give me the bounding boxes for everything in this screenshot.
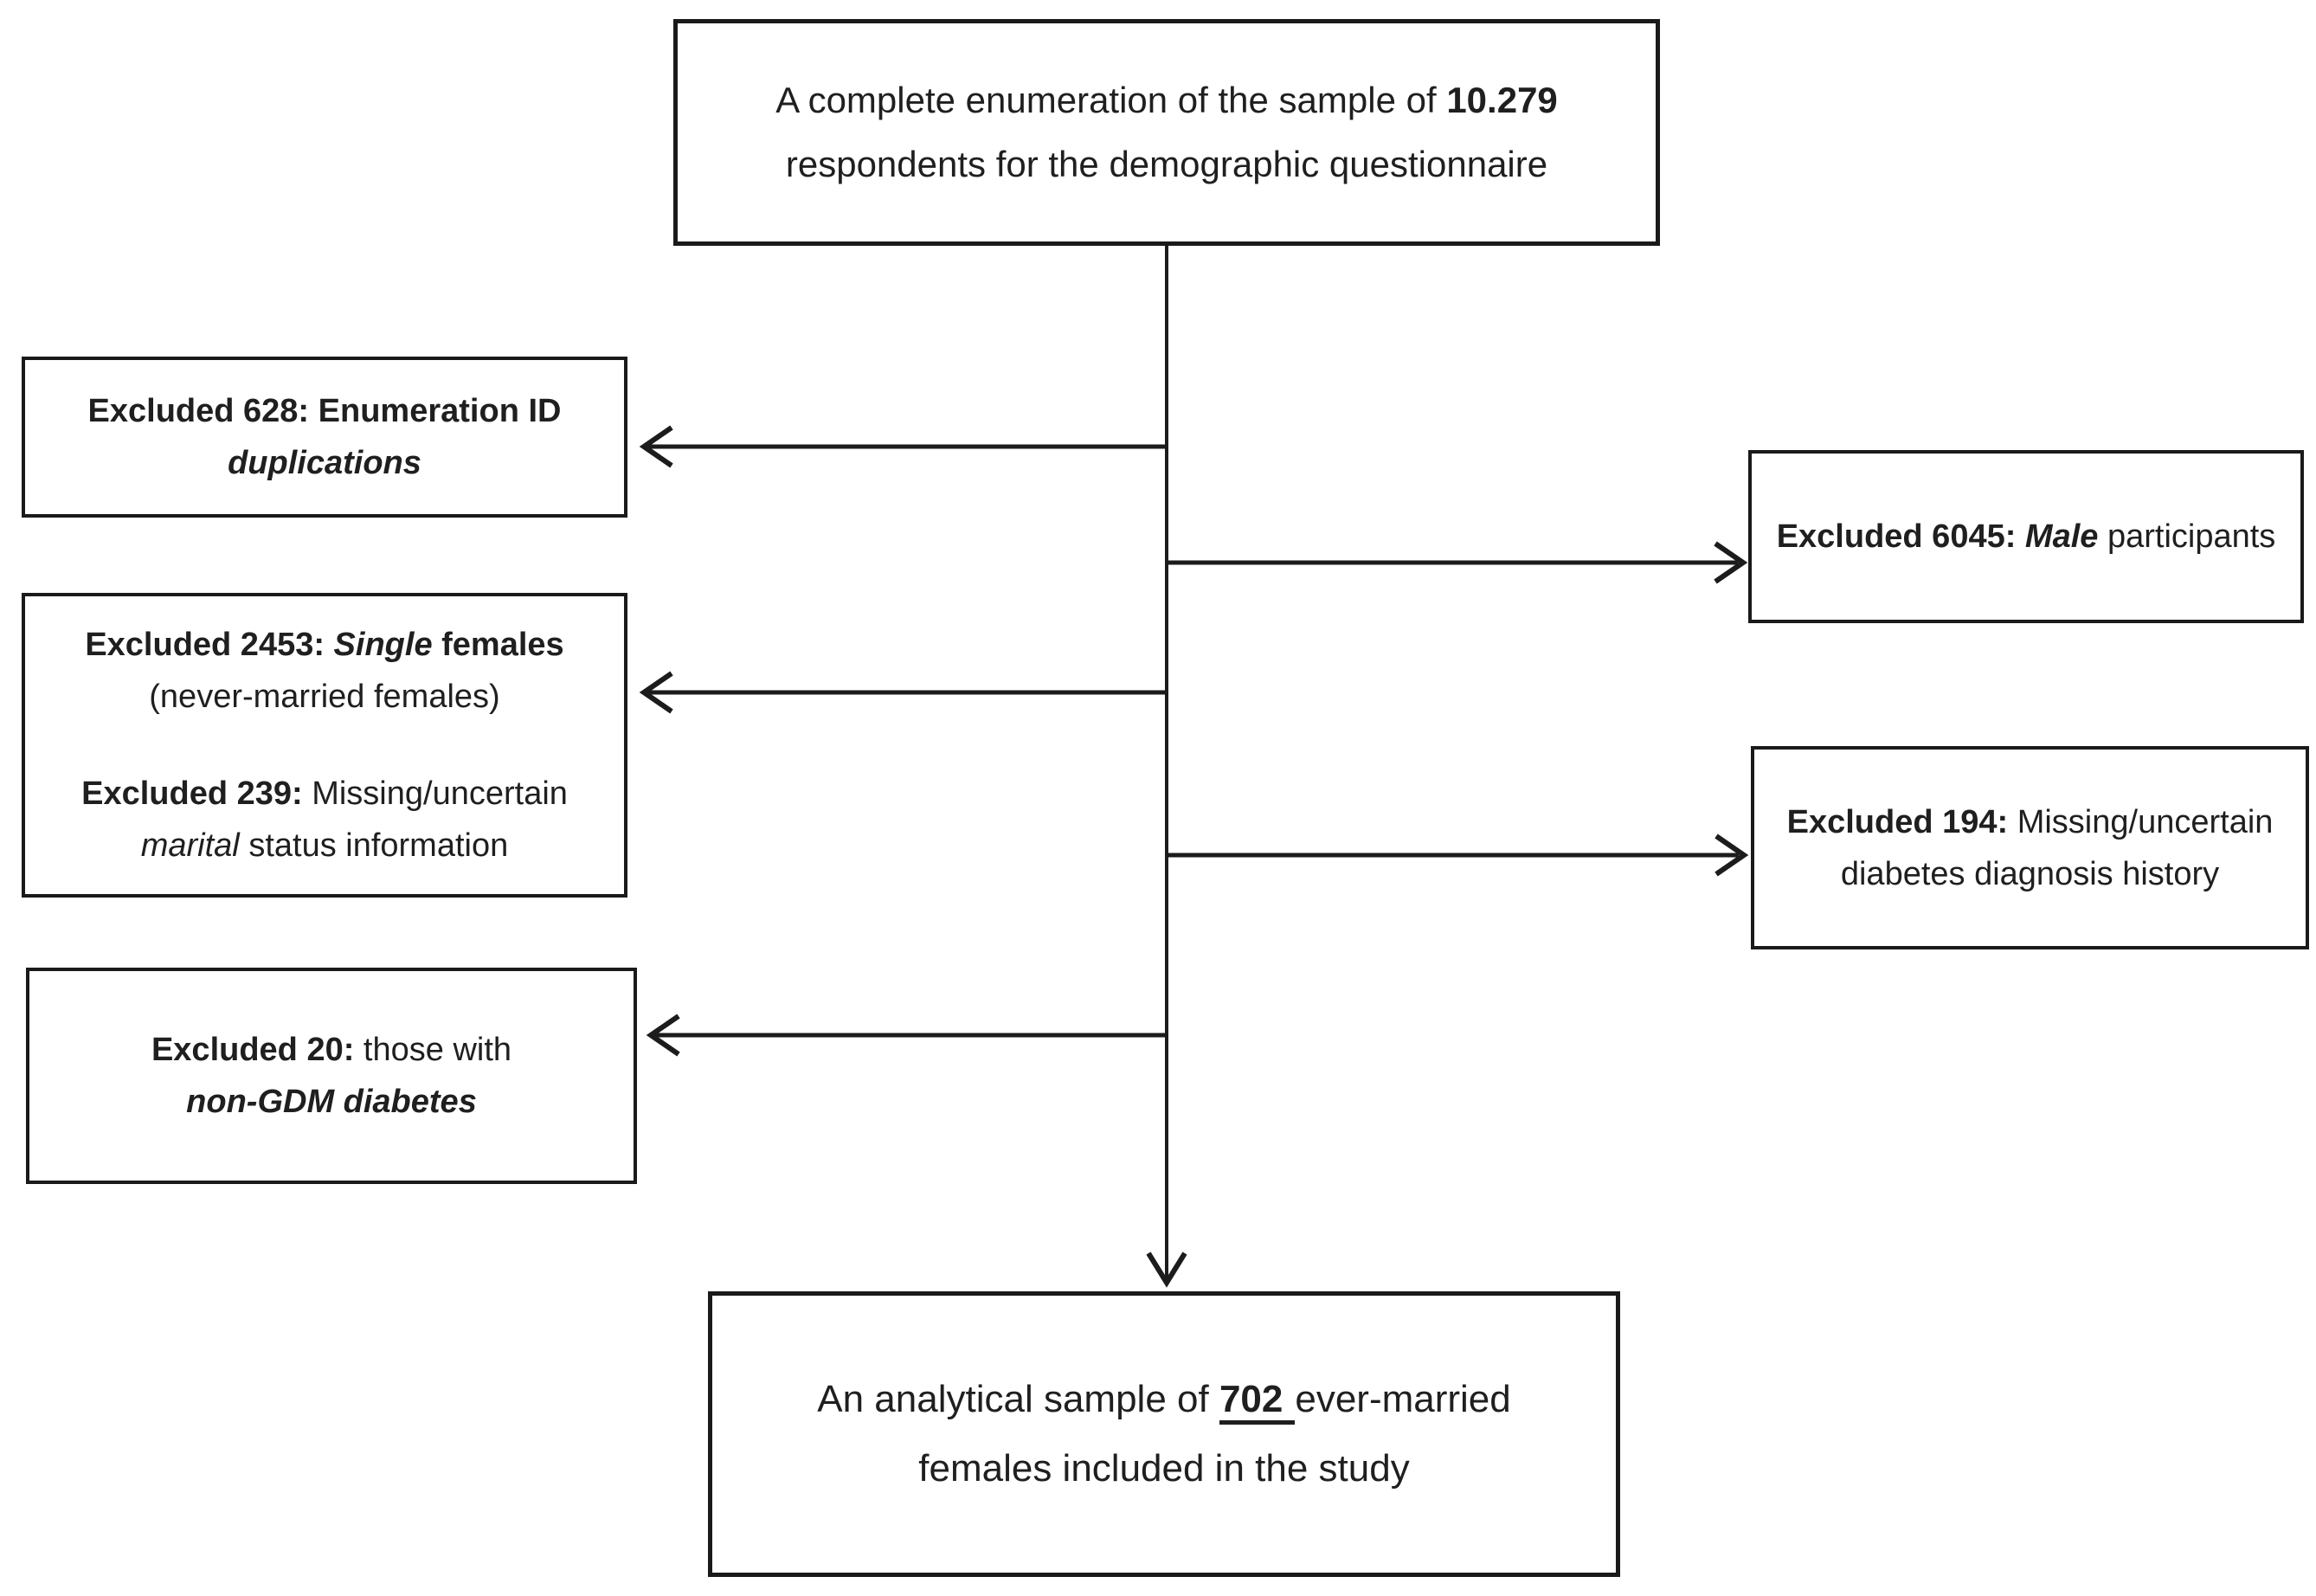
excluded-nongdm-line-2: non-GDM diabetes <box>186 1084 477 1120</box>
arrow-to-excluded-single <box>639 671 1167 714</box>
excluded-male-line-1: Excluded 6045: Male participants <box>1776 518 2276 555</box>
excluded-male-box: Excluded 6045: Male participants <box>1748 450 2304 623</box>
excluded-single-box: Excluded 2453: Single females (never-mar… <box>22 593 627 898</box>
excluded-missing-diabetes-line-1: Excluded 194: Missing/uncertain <box>1786 803 2274 840</box>
excluded-marital-line-1: Excluded 239: Missing/uncertain <box>81 775 568 812</box>
excluded-duplications-line-2: duplications <box>228 445 421 481</box>
sample-count-underlined: 702 <box>1219 1378 1296 1425</box>
excluded-missing-diabetes-box: Excluded 194: Missing/uncertain diabetes… <box>1751 746 2309 949</box>
excluded-marital-line-2: marital status information <box>140 827 509 864</box>
excluded-duplications-line-1: Excluded 628: Enumeration ID <box>87 393 562 429</box>
excluded-single-line-1: Excluded 2453: Single females <box>85 627 564 663</box>
analytical-sample-line-2: females included in the study <box>918 1447 1410 1490</box>
excluded-marital-paragraph-2: Excluded 239: Missing/uncertain marital … <box>81 768 568 872</box>
arrow-to-excluded-non-gdm <box>646 1014 1167 1057</box>
enumeration-box: A complete enumeration of the sample of … <box>673 19 1660 246</box>
excluded-single-paragraph-1: Excluded 2453: Single females (never-mar… <box>85 619 563 723</box>
arrow-to-excluded-missing-diabetes <box>1167 833 1749 877</box>
arrow-to-excluded-duplications <box>639 425 1167 468</box>
excluded-nongdm-box: Excluded 20: those with non-GDM diabetes <box>26 968 637 1184</box>
excluded-nongdm-line-1: Excluded 20: those with <box>151 1032 512 1068</box>
excluded-missing-diabetes-line-2: diabetes diagnosis history <box>1840 855 2220 892</box>
arrow-to-analytical-sample <box>1146 246 1187 1288</box>
arrow-to-excluded-male <box>1167 541 1748 584</box>
enumeration-line-1: A complete enumeration of the sample of … <box>775 80 1558 120</box>
enumeration-line-2: respondents for the demographic question… <box>785 144 1548 184</box>
excluded-duplications-box: Excluded 628: Enumeration ID duplication… <box>22 357 627 518</box>
excluded-single-line-2: (never-married females) <box>149 679 500 715</box>
